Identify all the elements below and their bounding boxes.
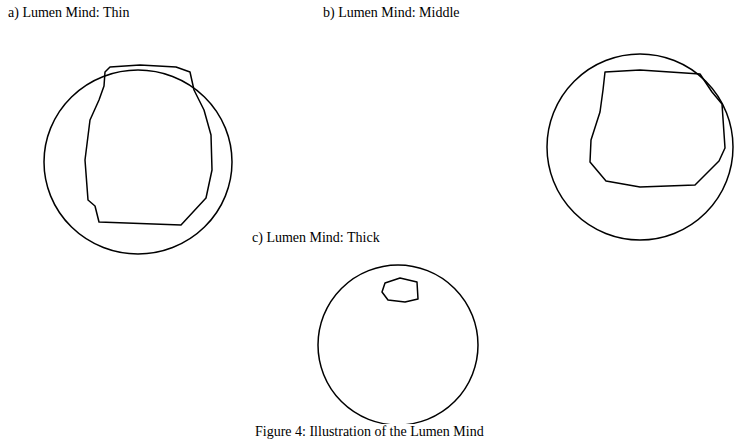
lumen-outline — [382, 278, 418, 302]
panel-label: a) Lumen Mind: Thin — [8, 5, 129, 22]
panel-label: c) Lumen Mind: Thick — [252, 230, 380, 247]
lumen-outline — [85, 65, 212, 225]
lumen-outline — [590, 70, 725, 187]
panel-label: b) Lumen Mind: Middle — [323, 5, 460, 22]
figure-caption: Figure 4: Illustration of the Lumen Mind — [253, 424, 486, 441]
outer-circle — [547, 54, 733, 240]
outer-circle — [318, 265, 478, 425]
outer-circle — [44, 70, 232, 254]
